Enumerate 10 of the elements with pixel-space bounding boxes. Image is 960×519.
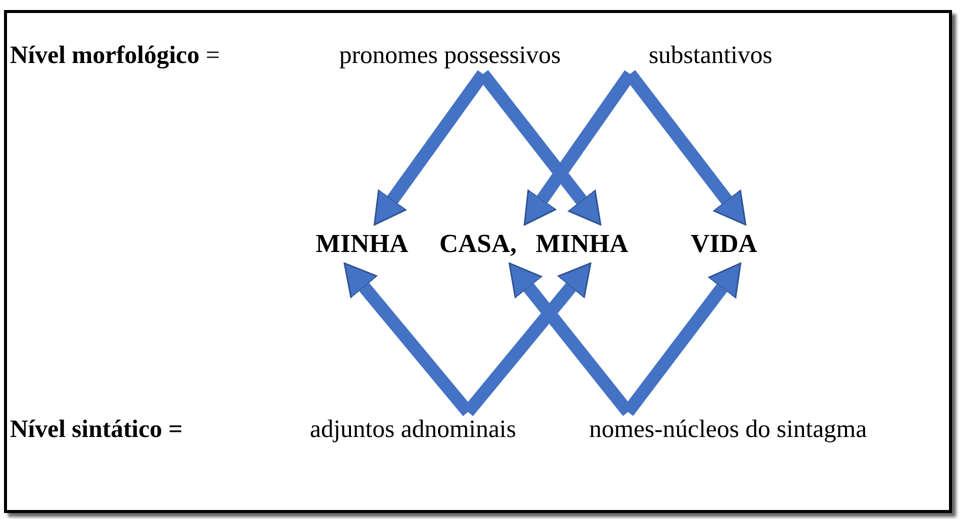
level-label: Nível morfológico = xyxy=(10,41,220,71)
word-label: CASA, xyxy=(428,226,528,262)
word-label: MINHA xyxy=(530,226,634,262)
category-label: adjuntos adnominais xyxy=(287,412,539,448)
category-label: nomes-núcleos do sintagma xyxy=(545,412,911,448)
word-label: VIDA xyxy=(684,226,764,262)
level-label: Nível sintático = xyxy=(10,415,183,445)
category-label: pronomes possessivos xyxy=(305,38,595,74)
word-label: MINHA xyxy=(310,226,414,262)
category-label: substantivos xyxy=(628,38,793,74)
